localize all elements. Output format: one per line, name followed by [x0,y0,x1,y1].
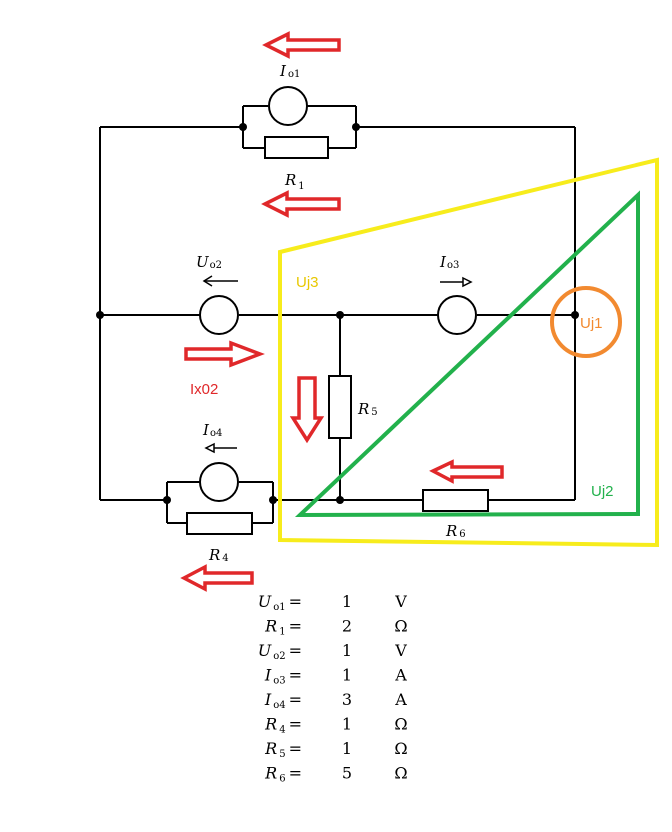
label-uo2: Uo2 [196,253,222,271]
parameter-unit: V [394,592,407,611]
label-io4: Io4 [202,421,222,439]
current-arrow-right-icon [184,340,265,368]
resistor-r5 [328,375,352,439]
uj3-loop-outline [278,157,659,548]
parameter-unit: V [394,641,407,660]
uj3-label: Uj3 [296,274,319,291]
ix02-label: Ix02 [190,381,218,398]
current-arrow-left-icon [262,31,341,59]
current-arrow-left-icon [261,190,341,218]
resistor-r4 [186,512,253,535]
parameter-unit: Ω [394,739,407,758]
node [336,496,344,504]
parameter-value: 1 [342,666,352,685]
uj1-node-marker [550,286,622,358]
parameter-unit: Ω [394,764,407,783]
parameter-value: 1 [342,641,352,660]
parameter-value: 1 [342,592,352,611]
label-io3: Io3 [439,253,459,271]
parameter-value: 1 [342,715,352,734]
parameter-unit: Ω [394,715,407,734]
node [163,496,171,504]
node [269,496,277,504]
node [336,311,344,319]
io4-direction-arrow-icon [204,442,237,454]
parameter-value: 5 [342,764,352,783]
parameter-value: 1 [342,739,352,758]
uo2-direction-arrow-icon [202,275,238,287]
io3-direction-arrow-icon [440,276,473,288]
parameter-value: 3 [342,690,352,709]
uj2-loop-outline [294,190,640,518]
node [352,123,360,131]
current-arrow-down-icon [289,376,325,444]
resistor-r1 [264,136,329,159]
current-source-io3 [437,295,477,335]
wires [99,105,576,524]
node [571,311,579,319]
current-arrow-left-icon [429,459,504,484]
node [239,123,247,131]
current-source-io4 [199,462,239,502]
uj1-label: Uj1 [580,315,603,332]
current-source-io1 [268,86,308,126]
parameter-unit: A [394,666,407,685]
parameter-value: 2 [342,617,352,636]
node [96,311,104,319]
parameter-unit: A [394,690,407,709]
voltage-source-uo2 [199,295,239,335]
parameter-unit: Ω [394,617,407,636]
uj2-label: Uj2 [591,483,614,500]
resistor-r6 [422,489,489,512]
current-arrow-left-icon [180,564,254,592]
